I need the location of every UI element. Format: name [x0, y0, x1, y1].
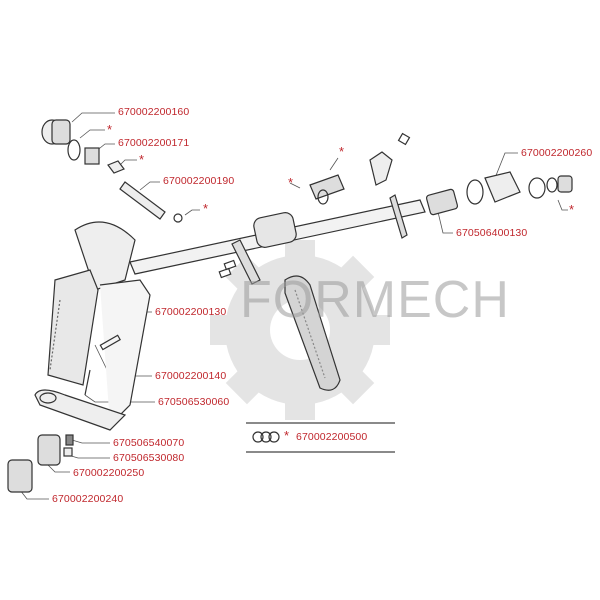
part-label-670002200500: 670002200500: [296, 431, 368, 443]
kit-asterisk: *: [284, 428, 290, 443]
part-label-670506400130: 670506400130: [456, 227, 528, 239]
part-label-670002200240: 670002200240: [52, 493, 124, 505]
part-asterisk: *: [339, 144, 345, 159]
o-ring-kit-icon: [252, 431, 280, 443]
part-label-670506540070: 670506540070: [113, 437, 185, 449]
part-label-670002200130: 670002200130: [155, 306, 227, 318]
part-asterisk: *: [569, 202, 575, 217]
part-asterisk: *: [139, 152, 145, 167]
part-label-670002200160: 670002200160: [118, 106, 190, 118]
part-label-670002200190: 670002200190: [163, 175, 235, 187]
part-label-670002200171: 670002200171: [118, 137, 190, 149]
part-label-670506530080: 670506530080: [113, 452, 185, 464]
part-label-670002200250: 670002200250: [73, 467, 145, 479]
part-label-670506530060: 670506530060: [158, 396, 230, 408]
part-asterisk: *: [107, 122, 113, 137]
watermark-text: FORMECH: [240, 271, 510, 329]
part-label-670002200140: 670002200140: [155, 370, 227, 382]
part-asterisk: *: [203, 201, 209, 216]
part-asterisk: *: [288, 175, 294, 190]
part-label-670002200260: 670002200260: [521, 147, 593, 159]
